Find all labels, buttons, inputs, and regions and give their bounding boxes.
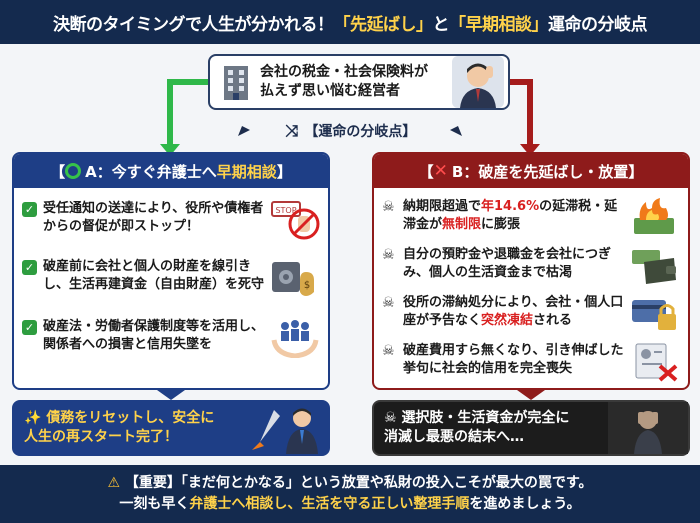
situation-text: 会社の税金・社会保険料が 払えず思い悩む経営者 <box>254 63 452 101</box>
item-text-part: 役所の滞納処分により、会社・個人口座が予告なく <box>403 295 624 328</box>
green-path-line <box>167 79 208 148</box>
situation-line2: 払えず思い悩む経営者 <box>260 83 400 99</box>
footer-line2-post: を進めましょう。 <box>469 496 581 512</box>
bracket-open: 【 <box>50 162 66 181</box>
footer-warning: ⚠ 【重要】「まだ何とかなる」という放置や私財の投入こそが最大の罠です。 一刻も… <box>0 465 700 523</box>
check-icon: ✓ <box>22 260 37 275</box>
fork-label-text: 【運命の分岐点】 <box>304 124 417 140</box>
item-text-highlight: 無制限 <box>442 217 482 232</box>
item-text-part: に膨張 <box>481 217 521 232</box>
option-a-item: ✓ 受任通知の送達により、役所や債権者からの督促が即ストップ！ STOP <box>22 200 320 240</box>
option-b-item: ☠ 自分の預貯金や退職金を会社につぎみ、個人の生活資金まで枯渇 <box>382 246 680 286</box>
option-a-item-text: 破産法・労働者保護制度等を活用し、関係者への損害と信用失墜を <box>43 319 265 352</box>
option-a-title-highlight: 早期相談 <box>216 162 277 181</box>
result-a: ✨ 債務をリセットし、安全に 人生の再スタート完了！ <box>12 400 330 456</box>
svg-text:$: $ <box>304 280 310 291</box>
option-b-item-text: 納期限超過で年14.6%の延滞税・延滞金が無制限に膨張 <box>400 198 630 238</box>
empty-wallet-icon <box>632 250 676 284</box>
situation-box: 会社の税金・社会保険料が 払えず思い悩む経営者 <box>208 54 510 110</box>
result-b-line2: 消滅し最悪の結末へ… <box>384 429 524 445</box>
result-a-line1: 債務をリセットし、安全に <box>46 410 215 426</box>
option-b-item: ☠ 納期限超過で年14.6%の延滞税・延滞金が無制限に膨張 <box>382 198 680 238</box>
safe-money-icon: $ <box>272 262 314 296</box>
burning-money-icon <box>634 198 674 234</box>
title-part: 運命の分岐点 <box>548 14 648 35</box>
warning-icon: ⚠ <box>107 475 121 491</box>
skull-icon: ☠ <box>382 343 395 359</box>
page-title: 決断のタイミングで人生が分かれる！「先延ばし」と「早期相談」運命の分岐点 <box>0 0 700 44</box>
skull-icon: ☠ <box>382 199 395 215</box>
title-highlight-delay: 「先延ばし」 <box>333 14 434 35</box>
title-part: 決断のタイミングで人生が分かれる！ <box>53 14 334 35</box>
item-text-part: の延滞税・延滞金が <box>403 199 618 232</box>
option-b-item: ☠ 役所の滞納処分により、会社・個人口座が予告なく突然凍結される <box>382 294 680 334</box>
building-icon <box>224 66 248 100</box>
footer-line2-pre: 一刻も早く <box>119 496 190 512</box>
protect-people-icon <box>271 320 319 358</box>
footer-line1-text: 「まだ何とかなる」という放置や私財の投入こそが最大の罠です。 <box>180 475 593 491</box>
result-a-line2: 人生の再スタート完了！ <box>24 429 178 445</box>
circle-ok-icon <box>65 163 82 179</box>
footer-warn-label: 【重要】 <box>124 475 181 491</box>
option-a-item-text: 破産前に会社と個人の財産を線引きし、生活再建資金（自由財産）を死守 <box>43 259 265 292</box>
worried-businessman-icon <box>452 56 504 108</box>
situation-line1: 会社の税金・社会保険料が <box>260 64 428 80</box>
item-text-highlight: 突然凍結 <box>481 313 534 328</box>
option-b-card: 【 ✕ B：破産を先延ばし・放置】 ☠ 納期限超過で年14.6%の延滞税・延滞金… <box>372 152 690 390</box>
footer-line1: ⚠ 【重要】「まだ何とかなる」という放置や私財の投入こそが最大の罠です。 <box>107 473 592 494</box>
fork-label: ⤨ 【運命の分岐点】 <box>236 118 466 144</box>
bracket-close: 】 <box>628 162 644 181</box>
red-path-line <box>510 79 533 148</box>
footer-line2-highlight: 弁護士へ相談し、生活を守る正しい整理手順 <box>189 496 470 512</box>
option-b-item: ☠ 破産費用すら無くなり、引き伸ばした挙句に社会的信用を完全喪失 <box>382 342 680 382</box>
option-a-item-text: 受任通知の送達により、役所や債権者からの督促が即ストップ！ <box>43 201 264 234</box>
option-b-title: 【 ✕ B：破産を先延ばし・放置】 <box>374 154 688 188</box>
bracket-open: 【 <box>418 162 434 181</box>
skull-icon: ☠ <box>382 295 395 311</box>
rocket-businessman-icon <box>252 408 318 454</box>
locked-card-icon <box>632 300 676 330</box>
down-arrow-b <box>517 390 545 400</box>
option-a-title-text: A：今すぐ弁護士へ <box>85 162 217 181</box>
stop-hand-icon: STOP <box>271 201 320 240</box>
check-icon: ✓ <box>22 202 37 217</box>
option-a-title: 【 A：今すぐ弁護士へ早期相談】 <box>14 154 328 188</box>
item-text-part: 納期限超過で <box>403 199 482 214</box>
footer-line2: 一刻も早く弁護士へ相談し、生活を守る正しい整理手順を進めましょう。 <box>119 494 580 515</box>
option-b-item-text: 自分の預貯金や退職金を会社につぎみ、個人の生活資金まで枯渇 <box>403 247 612 280</box>
item-text-part: される <box>533 313 573 328</box>
title-part: と <box>432 14 450 35</box>
option-a-item: ✓ 破産法・労働者保護制度等を活用し、関係者への損害と信用失墜を <box>22 318 320 358</box>
svg-text:STOP: STOP <box>275 206 296 215</box>
option-b-item-text: 役所の滞納処分により、会社・個人口座が予告なく突然凍結される <box>400 294 630 334</box>
item-text-highlight: 年14.6% <box>481 199 540 214</box>
title-highlight-consult: 「早期相談」 <box>449 14 549 35</box>
shuffle-icon: ⤨ <box>285 121 299 140</box>
bracket-close: 】 <box>276 162 292 181</box>
skull-icon: ☠ <box>384 410 397 426</box>
result-a-text: ✨ 債務をリセットし、安全に 人生の再スタート完了！ <box>14 409 238 447</box>
result-b-line1: 選択肢・生活資金が完全に <box>401 410 570 426</box>
skull-icon: ☠ <box>382 247 395 263</box>
cross-icon: ✕ <box>433 161 448 181</box>
option-a-card: 【 A：今すぐ弁護士へ早期相談】 ✓ 受任通知の送達により、役所や債権者からの督… <box>12 152 330 390</box>
result-b: ☠ 選択肢・生活資金が完全に 消滅し最悪の結末へ… <box>372 400 690 456</box>
down-arrow-a <box>157 390 185 400</box>
option-b-title-text: B：破産を先延ばし・放置 <box>451 162 629 181</box>
check-icon: ✓ <box>22 320 37 335</box>
option-a-item: ✓ 破産前に会社と個人の財産を線引きし、生活再建資金（自由財産）を死守 $ <box>22 258 320 298</box>
rejected-document-icon <box>635 343 678 382</box>
option-b-item-text: 破産費用すら無くなり、引き伸ばした挙句に社会的信用を完全喪失 <box>403 343 624 376</box>
sparkle-icon: ✨ <box>24 410 42 426</box>
despair-businessman-icon <box>608 402 688 454</box>
result-b-text: ☠ 選択肢・生活資金が完全に 消滅し最悪の結末へ… <box>374 409 608 447</box>
